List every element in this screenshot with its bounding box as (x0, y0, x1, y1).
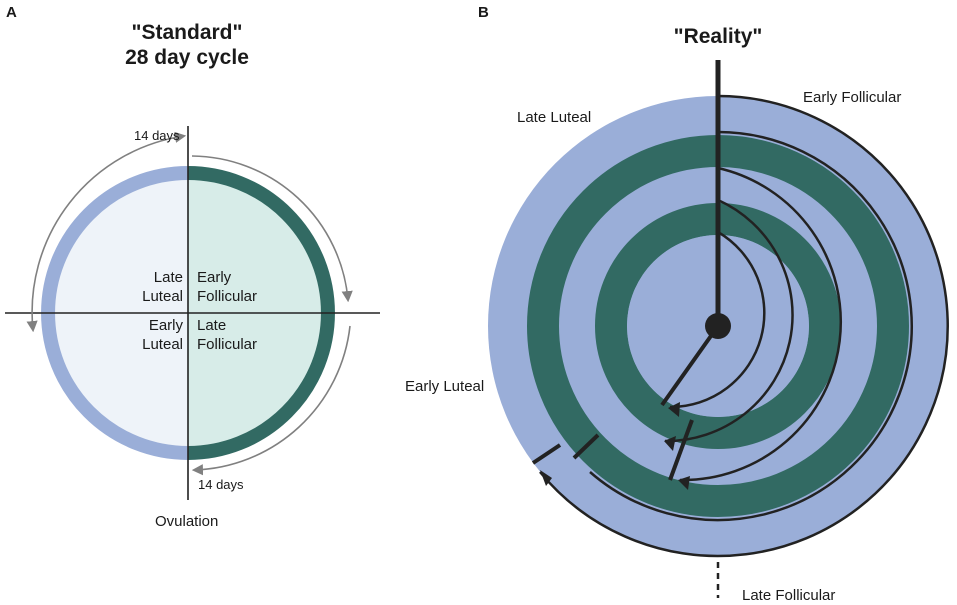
spiral-line-1 (589, 130, 913, 522)
panel-b-title: "Reality" (673, 25, 763, 48)
label-late-follicular: Late Follicular (742, 587, 836, 604)
tick-1 (531, 443, 562, 465)
panel-b-diagram (488, 60, 949, 598)
outer-outline (539, 94, 949, 558)
arrowhead-1 (540, 470, 552, 486)
arrow-bottom-right (191, 325, 351, 476)
label-ovulation: Ovulation (155, 513, 219, 530)
arrowhead-4 (668, 402, 680, 417)
center-hub (705, 313, 731, 339)
panel-a-title-line2: 28 day cycle (125, 46, 249, 69)
arrowhead-3 (664, 436, 676, 451)
ovulation-hand (660, 324, 720, 407)
label-early-luteal: Early Luteal (405, 378, 485, 395)
spiral-line-4 (669, 230, 766, 409)
quadrant-early-follicular: Early Follicular (197, 269, 258, 305)
panel-a-diagram (5, 126, 380, 500)
label-early-follicular: Early Follicular (803, 89, 902, 106)
arrow-top-left (26, 131, 187, 333)
quadrant-late-luteal: Late Luteal (142, 269, 183, 305)
panel-a-letter: A (6, 4, 17, 21)
tick-3 (668, 419, 694, 481)
label-14-days-bottom: 14 days (198, 477, 244, 492)
label-14-days-top: 14 days (134, 128, 180, 143)
spiral-line-3 (664, 198, 794, 443)
quadrant-early-luteal: Early Luteal (142, 317, 183, 353)
spiral-line-2 (679, 166, 842, 482)
label-late-luteal: Late Luteal (517, 109, 592, 126)
arrow-top-right (191, 155, 353, 303)
panel-b-letter: B (478, 4, 489, 21)
arrowhead-2 (678, 476, 690, 490)
panel-a-title-line1: "Standard" (131, 21, 243, 44)
tick-2 (572, 433, 600, 460)
quadrant-late-follicular: Late Follicular (197, 317, 258, 353)
